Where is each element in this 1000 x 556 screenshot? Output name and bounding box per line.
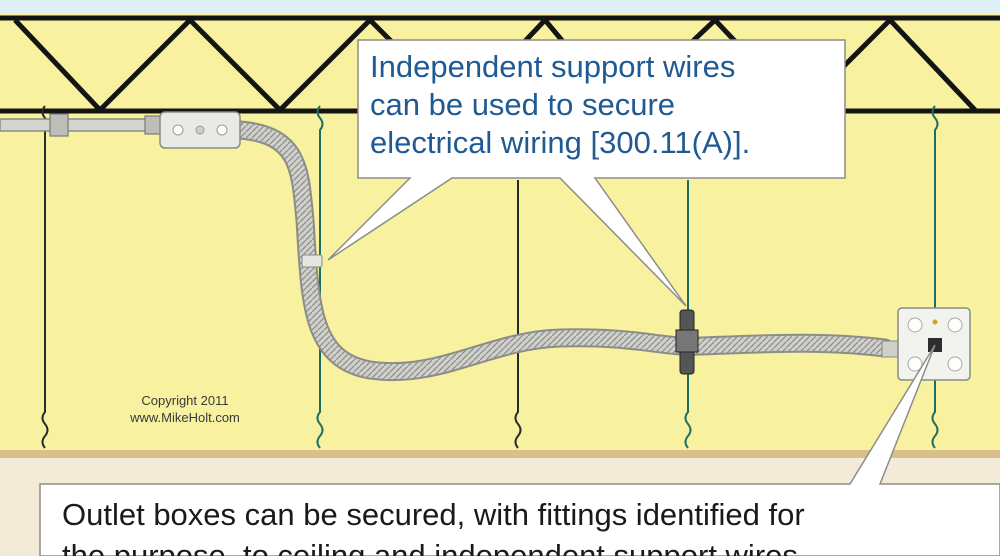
copyright-year: Copyright 2011 — [141, 393, 229, 408]
junction-box-left — [159, 111, 241, 149]
top-callout-line-1: Independent support wires — [370, 49, 736, 84]
sky-band — [0, 0, 1000, 14]
support-wire-2 — [316, 105, 324, 449]
top-callout-line-2: can be used to secure — [370, 87, 676, 122]
ceiling-grid — [0, 450, 1000, 458]
copyright-notice: Copyright 2011 www.MikeHolt.com — [105, 392, 265, 426]
support-wire-3 — [514, 180, 522, 449]
rigid-conduit — [0, 113, 164, 137]
top-callout-line-3: electrical wiring [300.11(A)]. — [370, 125, 751, 160]
bottom-callout-line-1: Outlet boxes can be secured, with fittin… — [62, 497, 805, 532]
top-callout-text: Independent support wires can be used to… — [370, 48, 840, 162]
support-wire-5 — [931, 105, 939, 449]
outlet-box — [881, 307, 971, 381]
support-wires — [41, 105, 939, 449]
bottom-callout-bubble — [39, 344, 1000, 556]
support-wire-clip — [675, 309, 699, 375]
top-callout-bubble — [327, 39, 846, 307]
copyright-website: www.MikeHolt.com — [130, 410, 240, 425]
bottom-callout-line-2: the purpose, to ceiling and independent … — [62, 538, 807, 556]
bottom-callout-text: Outlet boxes can be secured, with fittin… — [62, 494, 992, 556]
support-wire-4 — [684, 180, 692, 449]
support-wire-1 — [41, 105, 49, 449]
conduit-strap — [301, 254, 323, 268]
